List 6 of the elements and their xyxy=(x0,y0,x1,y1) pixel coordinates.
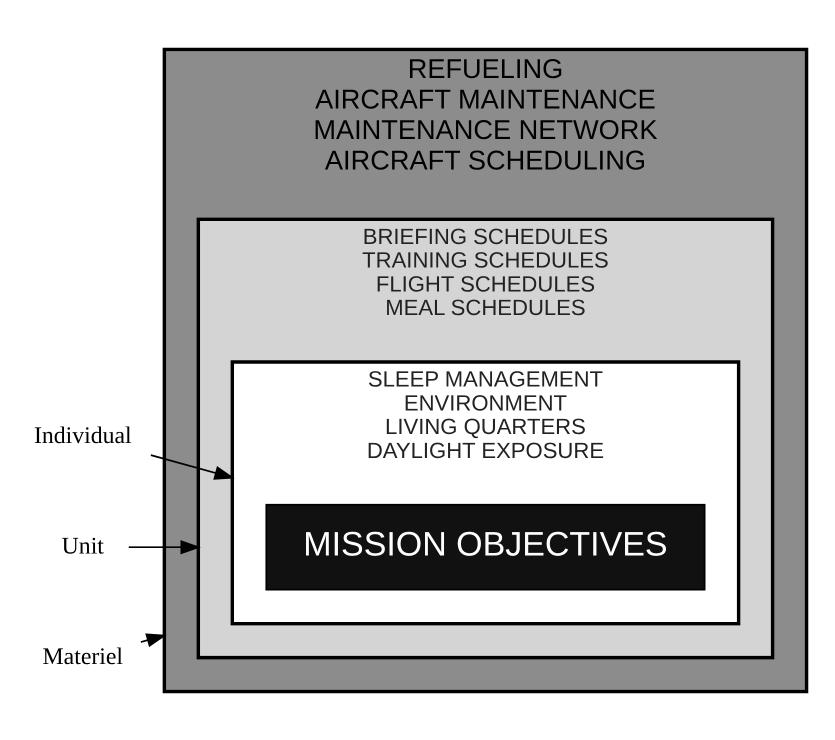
node-text: Individual xyxy=(34,422,132,449)
arrow xyxy=(128,540,201,554)
node-text: Unit xyxy=(62,532,104,559)
arrow xyxy=(140,632,167,647)
node-text: Materiel xyxy=(42,643,124,670)
node-box: MISSION OBJECTIVES xyxy=(265,503,706,590)
